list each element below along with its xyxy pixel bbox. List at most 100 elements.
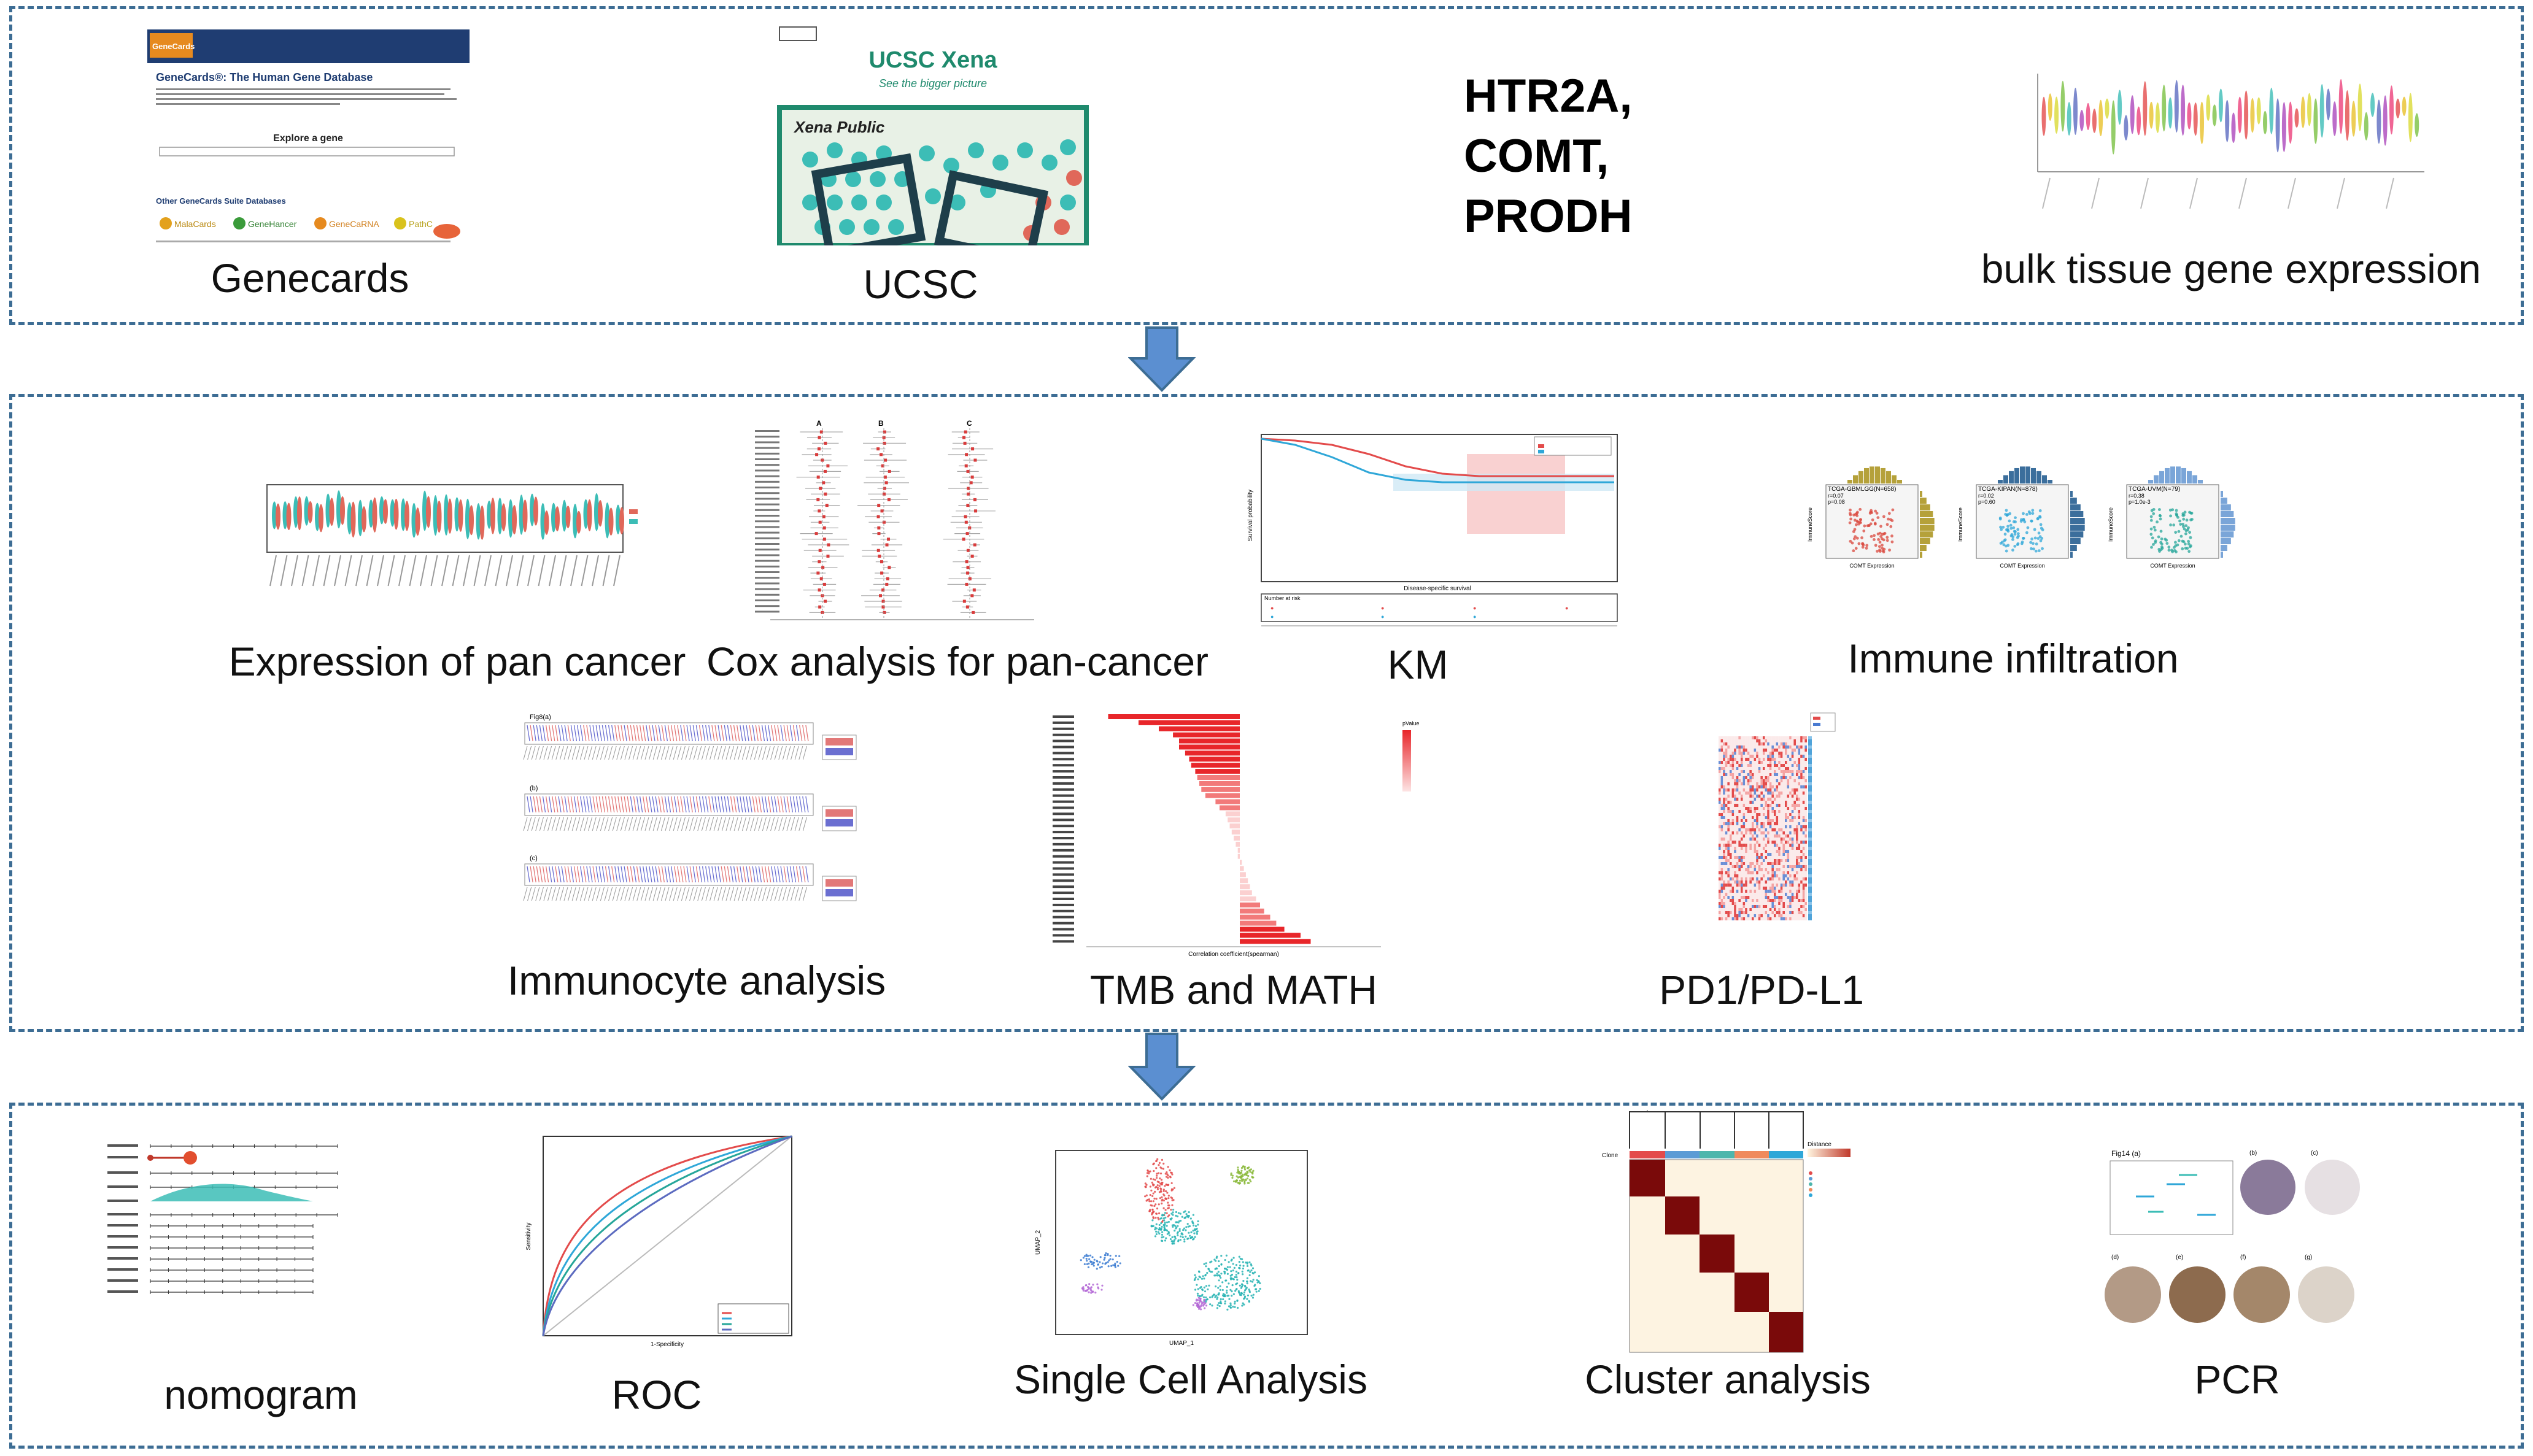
pd1-cell [1758,917,1761,920]
umap-cell [1196,1230,1199,1233]
pd1-cell [1725,868,1728,871]
pd1-cell [1798,792,1801,795]
immune-point [1882,538,1885,542]
pd1-cell [1749,896,1752,899]
pd1-cell [1725,871,1728,874]
pd1-cell [1802,795,1805,798]
cox-point [826,554,830,558]
pd1-cell [1780,804,1783,807]
pd1-cell [1752,908,1754,911]
umap-cell [1236,1276,1238,1279]
pd1-cell [1800,841,1803,844]
tmb-bar [1240,872,1246,877]
pd1-cell [1771,798,1774,801]
pd1-cell [1738,807,1741,810]
pd1-cell [1789,749,1792,752]
pd1-cell [1778,844,1781,847]
pd1-cell [1720,850,1723,853]
pd1-cell [1771,745,1774,749]
immune-point [1882,515,1885,518]
pd1-cell [1765,819,1768,822]
immuno-mark [646,866,649,883]
pd1-cell [1738,838,1741,841]
immune-point [1854,512,1857,516]
pd1-cell [1741,862,1743,865]
cox-point [883,430,886,434]
pd1-cell [1727,752,1730,755]
immuno-label-tick [665,817,670,831]
cox-row-label [755,503,779,506]
umap-cell [1230,1277,1233,1279]
umap-cell [1231,1176,1234,1179]
pd1-cell [1774,755,1776,758]
pd1-cell [1778,853,1781,856]
pd1-cell [1734,859,1736,862]
pd1-cell [1804,914,1807,917]
cox-row-label [755,599,779,601]
pd1-cell [1804,871,1807,874]
pd1-cell [1731,745,1734,749]
immune-point [2033,536,2037,540]
pd1-cell [1769,752,1772,755]
umap-cell [1096,1260,1098,1262]
pd1-cell [1749,782,1752,785]
pd1-cell [1791,788,1794,792]
pd1-annotation [1808,749,1812,752]
pd1-cell [1782,850,1785,853]
pd1-cell [1758,877,1761,880]
immune-point [2169,523,2172,526]
pd1-cell [1782,807,1785,810]
pd1-cell [1731,871,1734,874]
pd1-cell [1760,911,1763,914]
immuno-mark [761,866,765,883]
pd1-cell [1796,874,1798,877]
pd1-cell [1771,871,1774,874]
umap-cell [1241,1173,1243,1176]
pd1-cell [1774,773,1776,776]
pd1-cell [1725,908,1728,911]
pd1-cell [1745,911,1747,914]
immuno-label-tick [652,817,657,831]
pd1-cell [1767,779,1769,782]
bulk-violin [2313,98,2318,144]
pd1-cell [1758,890,1761,893]
pd1-cell [1778,813,1781,816]
pd1-cell [1785,914,1787,917]
immune-point [1863,524,1866,528]
pd1-cell [1749,844,1752,847]
pd1-cell [1787,859,1790,862]
umap-cell [1112,1258,1114,1261]
pd1-cell [1745,804,1747,807]
pd1-cell [1769,828,1772,831]
pd1-cell [1763,742,1765,745]
immuno-label-tick [717,887,722,901]
pd1-cell [1745,792,1747,795]
umap-cell [1233,1266,1236,1269]
pd1-cell [1754,752,1757,755]
pd1-cell [1734,816,1736,819]
pd1-cell [1787,788,1790,792]
pd1-cell [1771,874,1774,877]
pd1-cell [1798,767,1801,770]
pd1-cell [1760,905,1763,908]
pd1-cell [1800,865,1803,868]
pd1-cell [1785,764,1787,767]
pd1-cell [1736,828,1739,831]
pd1-cell [1749,850,1752,853]
umap-cell [1164,1221,1166,1224]
immuno-mark [786,725,790,742]
pd1-cell [1723,822,1725,825]
pd1-cell [1765,899,1768,902]
immuno-label-tick [693,887,698,901]
pd1-cell [1738,813,1741,816]
pd1-cell [1731,819,1734,822]
umap-cell [1156,1173,1158,1175]
pd1-cell [1763,764,1765,767]
caption-genecards: Genecards [211,255,409,301]
pd1-cell [1723,776,1725,779]
immuno-mark [555,725,559,742]
pd1-cell [1787,782,1790,785]
pd1-cell [1767,788,1769,792]
pd1-cell [1765,844,1768,847]
pd1-cell [1796,739,1798,742]
